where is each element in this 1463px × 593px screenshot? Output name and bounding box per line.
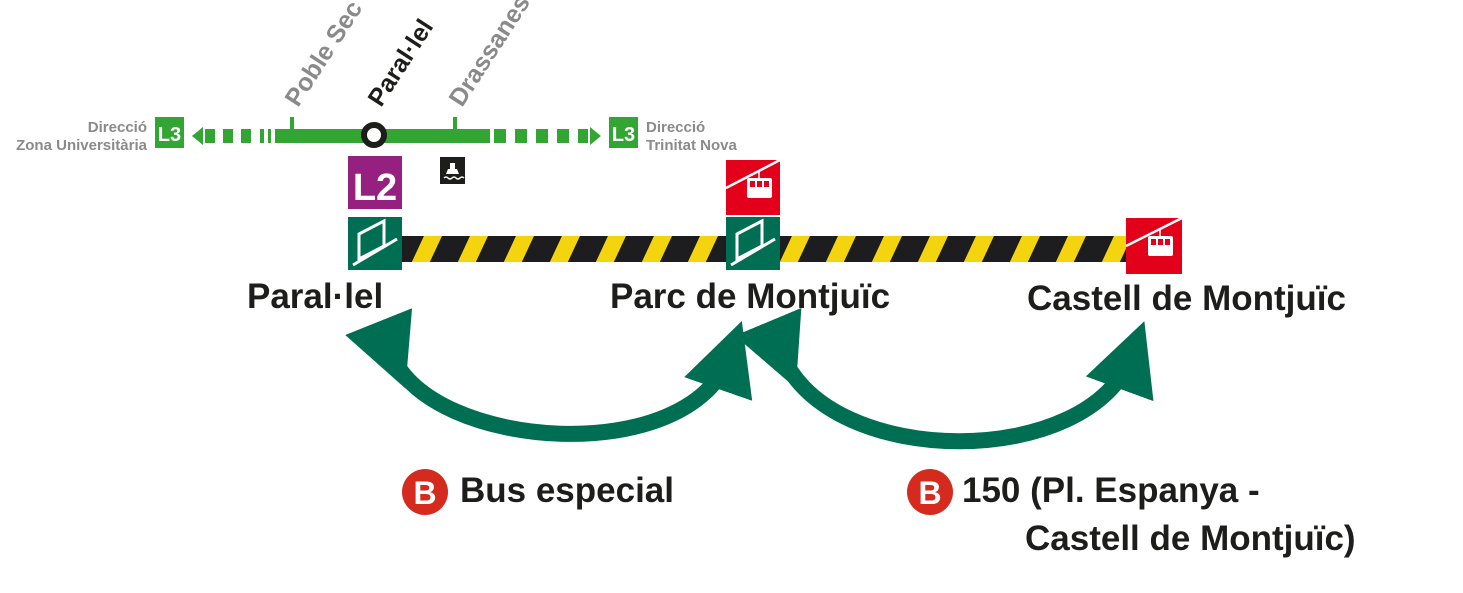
stop-label-parc-montjuic: Parc de Montjuïc <box>610 277 890 316</box>
bus-150-route-arrow <box>734 307 1154 450</box>
funicular-icon <box>726 217 780 270</box>
current-station-marker <box>361 122 387 148</box>
direction-left-line2: Zona Universitària <box>16 137 148 154</box>
station-label-drassanes: Drassanes <box>444 0 536 111</box>
dashes-right <box>494 127 601 145</box>
svg-text:L3: L3 <box>612 124 635 146</box>
l3-line <box>192 117 601 148</box>
bus-150-label-line1: 150 (Pl. Espanya - <box>962 471 1260 510</box>
svg-text:B: B <box>918 475 941 511</box>
station-tick-poble-sec <box>290 117 294 131</box>
svg-text:B: B <box>413 475 436 511</box>
stop-label-castell-montjuic: Castell de Montjuïc <box>1027 279 1346 318</box>
l2-badge: L2 <box>348 156 402 209</box>
l3-badge-left: L3 <box>155 117 184 148</box>
svg-text:L3: L3 <box>158 124 181 146</box>
station-tick-drassanes <box>453 117 457 131</box>
l3-badge-right: L3 <box>609 117 638 148</box>
svg-text:L2: L2 <box>353 167 397 209</box>
bus-150-label-line2: Castell de Montjuïc) <box>1025 519 1356 558</box>
stop-label-paralel: Paral·lel <box>247 277 383 316</box>
direction-right-line1: Direcció <box>646 119 705 136</box>
cable-car-icon <box>1125 216 1183 274</box>
station-label-paralel: Paral·lel <box>363 14 439 111</box>
ferry-icon <box>440 157 465 184</box>
bus-special-label: Bus especial <box>460 471 674 510</box>
bus-badge-icon: B <box>907 469 953 515</box>
funicular-icon <box>348 217 402 270</box>
cable-car-icon <box>725 158 781 215</box>
arrow-right-icon <box>590 127 601 145</box>
bus-special-route-arrow <box>345 308 753 442</box>
direction-left-line1: Direcció <box>88 119 147 136</box>
arrow-left-icon <box>192 127 203 145</box>
direction-right-line2: Trinitat Nova <box>646 137 738 154</box>
station-label-poble-sec: Poble Sec <box>280 0 369 111</box>
bus-badge-icon: B <box>402 469 448 515</box>
dashes-left <box>192 127 271 145</box>
